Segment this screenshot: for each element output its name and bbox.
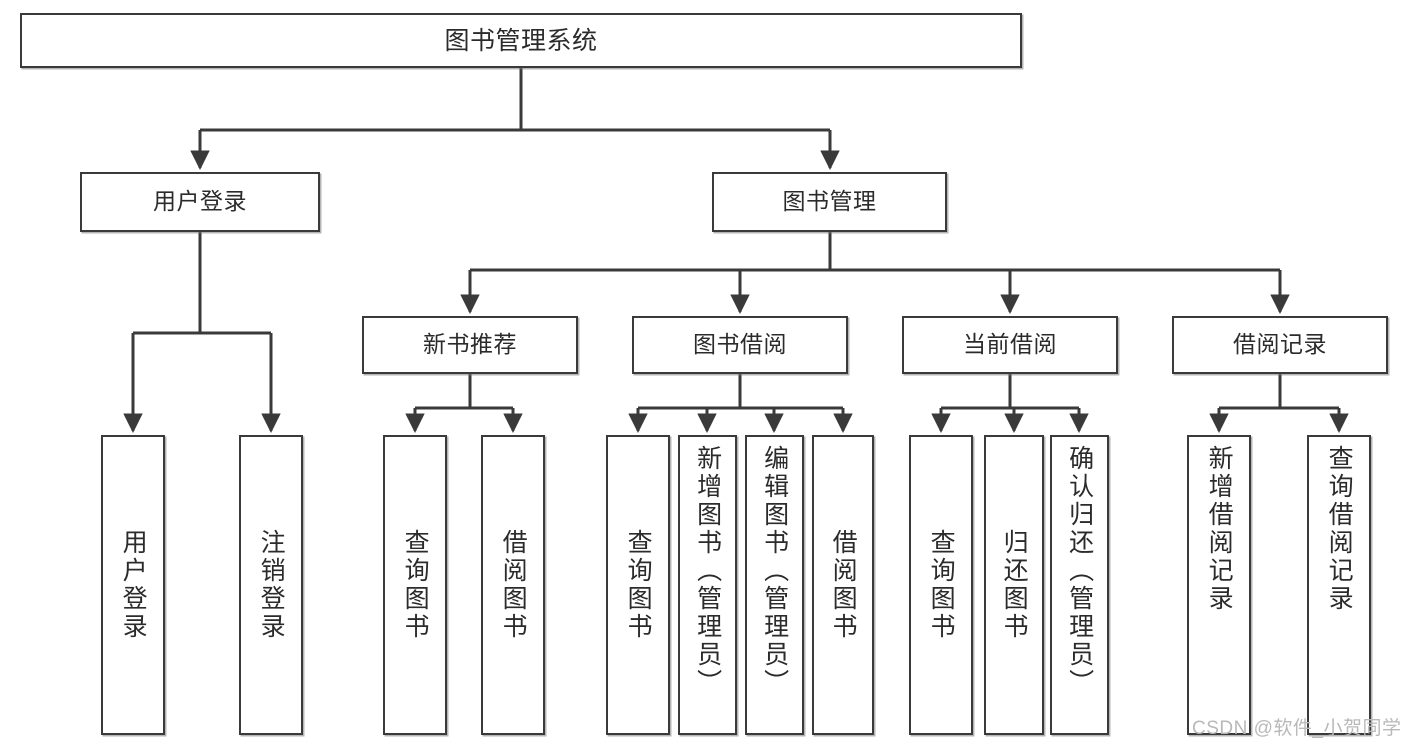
node-label: 借阅图书	[829, 529, 858, 641]
node-label: 图书管理系统	[444, 26, 598, 55]
leaf-add-book-admin[interactable]: 新增图书（管理员）	[678, 435, 737, 735]
node-label: 查询借阅记录	[1325, 445, 1354, 613]
node-label: 新增图书（管理员）	[693, 445, 722, 697]
node-label: 用户登录	[119, 529, 148, 641]
node-label: 借阅记录	[1233, 331, 1327, 358]
leaf-return-books[interactable]: 归还图书	[984, 435, 1044, 735]
csdn-watermark: CSDN @软件_小贺同学	[1192, 718, 1402, 739]
node-label: 用户登录	[153, 188, 247, 215]
leaf-borrow-books-newbooks[interactable]: 借阅图书	[481, 435, 545, 735]
node-root-system[interactable]: 图书管理系统	[20, 13, 1022, 68]
node-current-borrow[interactable]: 当前借阅	[902, 316, 1118, 374]
leaf-query-books-bookborrow[interactable]: 查询图书	[606, 435, 670, 735]
leaf-query-books-currentborrow[interactable]: 查询图书	[909, 435, 973, 735]
node-label: 借阅图书	[499, 529, 528, 641]
leaf-logout[interactable]: 注销登录	[239, 435, 303, 735]
node-new-book-recommend[interactable]: 新书推荐	[362, 316, 578, 374]
node-borrow-record[interactable]: 借阅记录	[1172, 316, 1388, 374]
node-label: 图书管理	[782, 188, 877, 215]
node-label: 新增借阅记录	[1205, 445, 1234, 613]
leaf-user-login[interactable]: 用户登录	[101, 435, 165, 735]
node-label: 当前借阅	[963, 331, 1057, 358]
node-label: 查询图书	[927, 529, 956, 641]
leaf-confirm-return-admin[interactable]: 确认归还（管理员）	[1050, 435, 1109, 735]
node-label: 查询图书	[401, 529, 430, 641]
node-label: 编辑图书（管理员）	[760, 445, 789, 697]
leaf-edit-book-admin[interactable]: 编辑图书（管理员）	[745, 435, 804, 735]
leaf-borrow-books-bookborrow[interactable]: 借阅图书	[812, 435, 874, 735]
node-label: 图书借阅	[693, 331, 787, 358]
node-label: 查询图书	[624, 529, 653, 641]
node-label: 归还图书	[1000, 529, 1029, 641]
leaf-query-borrow-record[interactable]: 查询借阅记录	[1307, 435, 1371, 735]
leaf-query-books-newbooks[interactable]: 查询图书	[383, 435, 447, 735]
node-label: 注销登录	[257, 529, 286, 641]
node-label: 确认归还（管理员）	[1065, 445, 1094, 697]
node-book-borrow[interactable]: 图书借阅	[632, 316, 848, 374]
node-label: 新书推荐	[423, 331, 517, 358]
leaf-add-borrow-record[interactable]: 新增借阅记录	[1187, 435, 1251, 735]
node-user-login[interactable]: 用户登录	[80, 172, 320, 232]
node-book-management[interactable]: 图书管理	[712, 172, 947, 232]
